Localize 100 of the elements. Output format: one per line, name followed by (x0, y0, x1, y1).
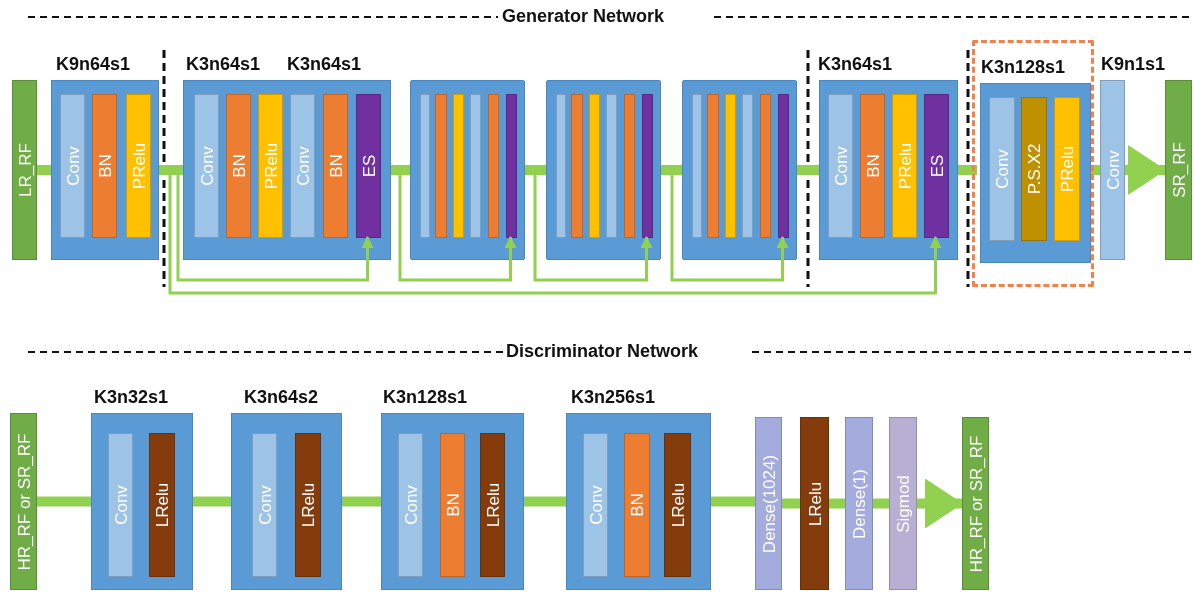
layer-label: PRelu (130, 142, 147, 190)
connector-line (958, 165, 977, 175)
connector-line (391, 165, 410, 175)
layer-label: ES (928, 154, 945, 178)
block-heading: K3n64s1 (287, 54, 362, 74)
data-bar (962, 417, 989, 590)
layer-label: HR_RF or SR_RF (15, 433, 32, 570)
layer-bar (707, 94, 719, 238)
layer-bar (398, 433, 423, 577)
block-heading: K3n64s1 (818, 54, 893, 74)
block-panel (410, 80, 525, 260)
connector-line (525, 165, 546, 175)
section-title: Discriminator Network (506, 341, 699, 361)
layer-bar (92, 94, 117, 238)
layer-bar (453, 94, 464, 238)
layer-bar (828, 94, 853, 238)
layer-label: ES (360, 154, 377, 178)
layer-bar (440, 433, 465, 577)
layer-label: Dense(1) (850, 468, 868, 539)
layer-bar (664, 433, 691, 577)
layer-bar (149, 433, 175, 577)
layer-bar (556, 94, 566, 238)
layer-bar (108, 433, 133, 577)
layer-bar (889, 417, 917, 590)
connector-line (797, 165, 819, 175)
layer-label: LRelu (484, 482, 501, 528)
layer-bar (480, 433, 505, 577)
connector-line (711, 496, 755, 507)
connector-line (661, 165, 682, 175)
arrow (1125, 145, 1166, 195)
layer-label: Conv (112, 485, 129, 525)
layer-bar (692, 94, 702, 238)
layer-label: Conv (294, 146, 311, 186)
connector-line (829, 498, 845, 509)
layer-bar (252, 433, 277, 577)
layer-label: Conv (64, 146, 81, 186)
layer-bar (778, 94, 789, 238)
block-heading: K3n256s1 (571, 387, 656, 407)
layer-bar (760, 94, 771, 238)
block-heading: K9n1s1 (1101, 54, 1166, 74)
block-heading: K3n64s1 (186, 54, 261, 74)
layer-bar (420, 94, 430, 238)
layer-bar (1054, 97, 1080, 241)
data-bar (1165, 80, 1192, 260)
layer-label: Dense(1024) (760, 454, 777, 553)
layer-bar (924, 94, 949, 238)
layer-bar (725, 94, 736, 238)
layer-label: Conv (1104, 150, 1121, 190)
layer-label: BN (864, 154, 881, 178)
layer-bar (258, 94, 283, 238)
layer-label: LRelu (299, 482, 317, 528)
layer-label: Conv (402, 485, 419, 525)
layer-bar (742, 94, 753, 238)
layer-label: SR_RF (1170, 142, 1187, 198)
connector-line (782, 498, 800, 509)
layer-label: Conv (993, 149, 1011, 189)
layer-bar (892, 94, 917, 238)
layer-label: BN (444, 493, 461, 517)
layer-label: Conv (198, 146, 215, 186)
layer-label: P.S.X2 (1025, 143, 1043, 195)
layer-label: PRelu (262, 142, 279, 190)
connector-line (193, 496, 231, 507)
layer-bar (1021, 97, 1047, 241)
layer-bar (356, 94, 381, 238)
section-title: Generator Network (502, 6, 665, 26)
layer-bar (755, 417, 782, 590)
connector-line (873, 498, 889, 509)
layer-label: Sigmod (894, 474, 912, 533)
layer-bar (989, 97, 1015, 241)
layer-bar (800, 417, 829, 590)
layer-label: HR_RF or SR_RF (967, 435, 984, 572)
connector-line (37, 165, 51, 175)
layer-label: Conv (832, 146, 849, 186)
layer-bar (488, 94, 499, 238)
layer-bar (860, 94, 885, 238)
layer-bar (323, 94, 348, 238)
layer-bar (435, 94, 447, 238)
connector-line (342, 496, 381, 507)
layer-label: BN (327, 154, 344, 178)
layer-bar (295, 433, 321, 577)
layer-label: Conv (587, 485, 604, 525)
layer-label: PRelu (1058, 145, 1076, 193)
block-heading: K3n128s1 (981, 57, 1066, 77)
layer-bar (642, 94, 653, 238)
layer-label: Conv (256, 485, 273, 525)
layer-bar (470, 94, 481, 238)
layer-bar (624, 433, 650, 577)
layer-bar (571, 94, 583, 238)
layer-label: LRelu (669, 482, 686, 528)
layer-bar (60, 94, 85, 238)
layer-bar (226, 94, 251, 238)
block-heading: K3n64s2 (244, 387, 319, 407)
layer-bar (290, 94, 315, 238)
layer-bar (606, 94, 617, 238)
block-heading: K9n64s1 (56, 54, 131, 74)
layer-label: LRelu (806, 481, 823, 526)
block-panel (682, 80, 797, 260)
data-bar (12, 80, 37, 260)
layer-bar (589, 94, 600, 238)
layer-bar (845, 417, 873, 590)
